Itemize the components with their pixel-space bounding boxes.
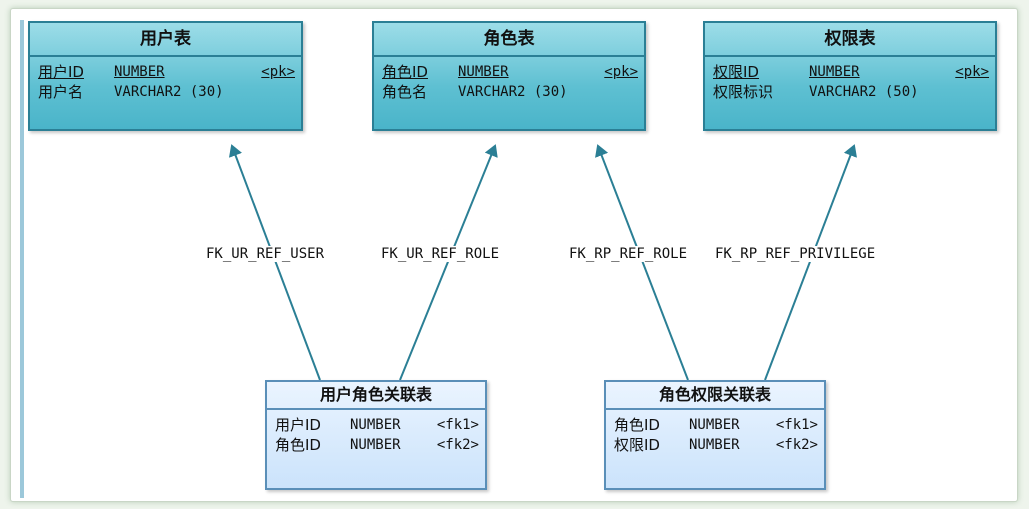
column-key: <fk2>: [775, 437, 818, 453]
entity-title: 角色权限关联表: [606, 382, 824, 410]
attribute-row: 角色ID NUMBER <fk1>: [614, 415, 818, 435]
column-key: [253, 82, 295, 102]
entity-role-privilege[interactable]: 角色权限关联表 角色ID NUMBER <fk1> 权限ID NUMBER <f…: [604, 380, 826, 490]
column-name: 权限ID: [713, 63, 759, 81]
column-type: NUMBER: [350, 417, 401, 433]
column-key: <pk>: [261, 64, 295, 80]
column-type: NUMBER: [689, 437, 740, 453]
column-name: 用户ID: [275, 416, 321, 434]
ref-line-rp-role: [595, 144, 689, 381]
attribute-row: 权限ID NUMBER <fk2>: [614, 435, 818, 455]
column-key: [596, 82, 638, 102]
column-type: VARCHAR2 (50): [809, 84, 919, 100]
column-name: 角色名: [382, 83, 428, 101]
column-key: <pk>: [604, 64, 638, 80]
attribute-row: 权限ID NUMBER <pk>: [713, 62, 989, 82]
ref-line-rp-privilege: [764, 144, 857, 381]
attribute-row: 用户ID NUMBER <fk1>: [275, 415, 479, 435]
entity-role[interactable]: 角色表 角色ID NUMBER <pk> 角色名 VARCHAR2 (30): [372, 21, 646, 131]
entity-title: 用户表: [30, 23, 301, 57]
ref-line-ur-user: [228, 144, 321, 381]
column-key: [947, 82, 989, 102]
entity-title: 权限表: [705, 23, 995, 57]
attribute-row: 角色ID NUMBER <pk>: [382, 62, 638, 82]
entity-privilege[interactable]: 权限表 权限ID NUMBER <pk> 权限标识 VARCHAR2 (50): [703, 21, 997, 131]
column-name: 用户ID: [38, 63, 84, 81]
column-type: NUMBER: [689, 417, 740, 433]
column-type: VARCHAR2 (30): [458, 84, 568, 100]
column-key: <fk2>: [436, 437, 479, 453]
column-name: 权限ID: [614, 436, 660, 454]
attribute-row: 权限标识 VARCHAR2 (50): [713, 82, 989, 102]
column-name: 角色ID: [275, 436, 321, 454]
column-key: <fk1>: [775, 417, 818, 433]
attribute-row: 用户名 VARCHAR2 (30): [38, 82, 295, 102]
column-key: <fk1>: [436, 417, 479, 433]
entity-user-role[interactable]: 用户角色关联表 用户ID NUMBER <fk1> 角色ID NUMBER <f…: [265, 380, 487, 490]
column-key: <pk>: [955, 64, 989, 80]
fk-label-ur-user: FK_UR_REF_USER: [205, 246, 326, 262]
fk-label-ur-role: FK_UR_REF_ROLE: [380, 246, 501, 262]
column-name: 角色ID: [614, 416, 660, 434]
column-name: 用户名: [38, 83, 84, 101]
column-type: NUMBER: [458, 64, 509, 80]
entity-user[interactable]: 用户表 用户ID NUMBER <pk> 用户名 VARCHAR2 (30): [28, 21, 303, 131]
column-type: NUMBER: [809, 64, 860, 80]
column-type: NUMBER: [114, 64, 165, 80]
entity-title: 用户角色关联表: [267, 382, 485, 410]
attribute-row: 角色名 VARCHAR2 (30): [382, 82, 638, 102]
ref-line-ur-role: [399, 144, 498, 381]
attribute-row: 用户ID NUMBER <pk>: [38, 62, 295, 82]
canvas-edge-bar: [20, 20, 24, 498]
entity-title: 角色表: [374, 23, 644, 57]
fk-label-rp-privilege: FK_RP_REF_PRIVILEGE: [714, 246, 877, 262]
column-type: VARCHAR2 (30): [114, 84, 224, 100]
column-type: NUMBER: [350, 437, 401, 453]
column-name: 角色ID: [382, 63, 428, 81]
fk-label-rp-role: FK_RP_REF_ROLE: [568, 246, 689, 262]
attribute-row: 角色ID NUMBER <fk2>: [275, 435, 479, 455]
column-name: 权限标识: [713, 83, 774, 101]
